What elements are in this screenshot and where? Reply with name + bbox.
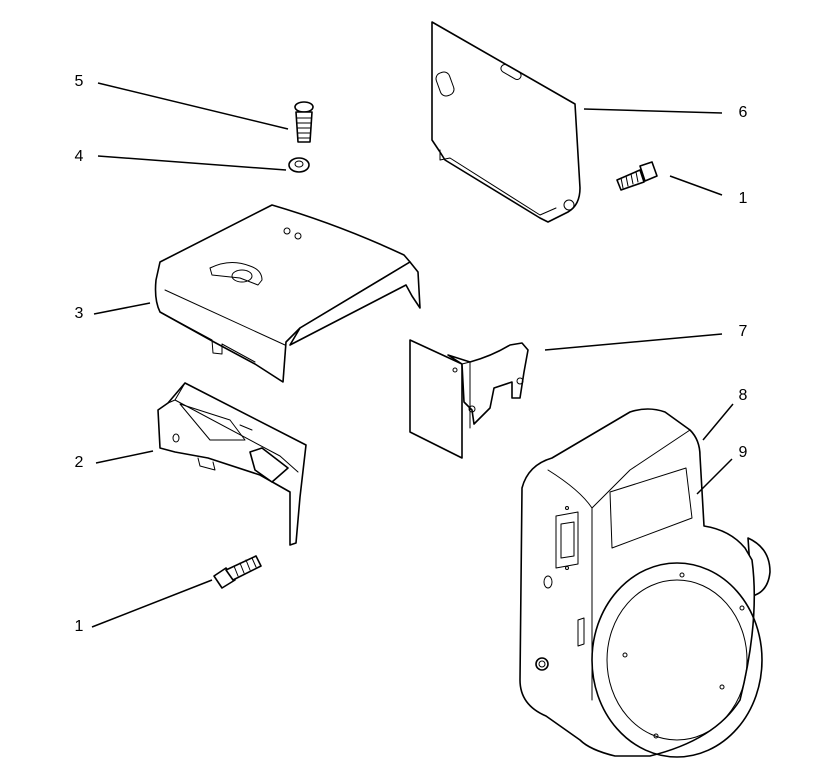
- callout-labels: 5 4 6 1 3 7 8 9 2 1: [75, 73, 748, 635]
- leader-1-top: [669, 175, 723, 196]
- leader-8: [702, 403, 734, 441]
- part-4-washer: [288, 157, 310, 173]
- callout-9: 9: [739, 444, 748, 461]
- callout-1-top: 1: [739, 190, 748, 207]
- part-1-bolt-top: [616, 161, 658, 191]
- callout-7: 7: [739, 323, 748, 340]
- part-5-screw: [294, 101, 314, 143]
- callout-3: 3: [75, 305, 84, 322]
- part-2-bracket: [157, 382, 307, 546]
- part-8-blower-housing: [519, 408, 771, 758]
- leader-6: [583, 108, 723, 114]
- callout-2: 2: [75, 454, 84, 471]
- leader-4: [97, 155, 287, 171]
- part-7-bracket-plate: [409, 339, 529, 459]
- callout-4: 4: [75, 148, 84, 165]
- leader-2: [95, 450, 154, 464]
- callout-6: 6: [739, 104, 748, 121]
- part-1-bolt-bottom: [213, 555, 262, 589]
- part-3-cover: [154, 204, 421, 383]
- leader-7: [544, 333, 723, 351]
- leader-3: [93, 302, 151, 315]
- leader-lines: [91, 82, 734, 628]
- callout-5: 5: [75, 73, 84, 90]
- callout-1-bottom: 1: [75, 618, 84, 635]
- part-6-plate: [431, 21, 581, 223]
- leader-1-bottom: [91, 579, 213, 628]
- leader-9: [696, 458, 733, 495]
- callout-8: 8: [739, 387, 748, 404]
- leader-5: [97, 82, 289, 130]
